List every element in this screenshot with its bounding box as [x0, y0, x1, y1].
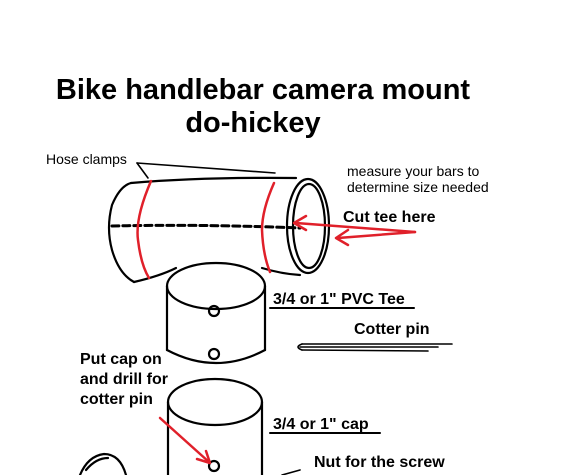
- put-cap-label-line-2: and drill for: [80, 371, 168, 388]
- nut-label: Nut for the screw: [314, 454, 445, 471]
- put-cap-arrow: [158, 416, 212, 465]
- cut-tee-label: Cut tee here: [343, 209, 436, 226]
- cotter-pin-label: Cotter pin: [354, 321, 430, 338]
- measure-label-line-2: determine size needed: [347, 179, 489, 195]
- cotter-pin: [297, 343, 453, 352]
- pvc-tee-body: [107, 176, 331, 284]
- pvc-cap: [166, 377, 264, 475]
- cap-label: 3/4 or 1" cap: [273, 416, 369, 433]
- nut-shape: [78, 452, 128, 475]
- nut-leader: [281, 469, 301, 475]
- hose-clamps-label: Hose clamps: [46, 151, 127, 167]
- put-cap-label-line-1: Put cap on: [80, 351, 162, 368]
- hose-clamp-marks: [136, 179, 276, 280]
- title-line-1: Bike handlebar camera mount: [55, 74, 471, 106]
- cut-line: [110, 223, 302, 230]
- cut-tee-arrows: [292, 214, 417, 247]
- pvc-tee-branch: [165, 261, 267, 364]
- measure-label-line-1: measure your bars to: [347, 163, 480, 179]
- hose-clamps-leader: [136, 162, 276, 179]
- title-line-2: do-hickey: [185, 107, 321, 139]
- pvc-tee-label: 3/4 or 1" PVC Tee: [273, 291, 405, 308]
- put-cap-label-line-3: cotter pin: [80, 391, 153, 408]
